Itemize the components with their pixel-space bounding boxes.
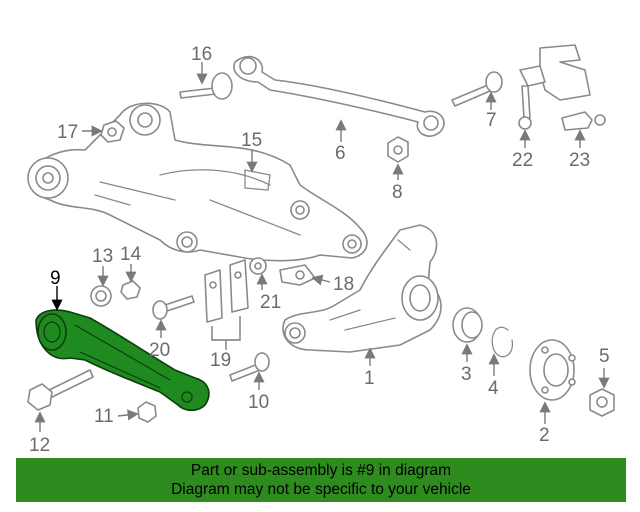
bushing-13-part[interactable] <box>90 285 112 307</box>
callout-4: 4 <box>488 378 499 399</box>
subframe-part[interactable] <box>27 102 368 262</box>
leader-lines <box>34 62 610 432</box>
level-sensor-part[interactable] <box>518 44 606 131</box>
nut-21-part[interactable] <box>249 257 267 275</box>
callout-3: 3 <box>461 364 472 385</box>
bolt-16-part[interactable] <box>179 72 233 100</box>
banner-line-2: Diagram may not be specific to your vehi… <box>171 481 471 498</box>
nut-11-part[interactable] <box>137 401 157 423</box>
knuckle-part[interactable] <box>282 224 442 353</box>
callout-labels: 1 2 3 4 5 6 7 8 9 10 11 12 13 14 15 16 1… <box>29 44 610 456</box>
callout-20: 20 <box>149 340 170 361</box>
bolt-10-part[interactable] <box>229 352 270 382</box>
callout-21: 21 <box>260 292 281 313</box>
nut-5-part[interactable] <box>589 388 615 417</box>
callout-8: 8 <box>392 182 403 203</box>
callout-14: 14 <box>120 244 142 265</box>
hub-2-part[interactable] <box>529 339 576 401</box>
callout-23: 23 <box>569 150 590 171</box>
nut-14-part[interactable] <box>120 280 141 300</box>
callout-9: 9 <box>50 268 61 289</box>
callout-6: 6 <box>335 143 346 164</box>
callout-19: 19 <box>210 350 231 371</box>
bearing-3-part[interactable] <box>452 307 483 343</box>
callout-12: 12 <box>29 435 50 456</box>
trailing-arm-9-part[interactable] <box>35 309 210 412</box>
upper-link-arm-part[interactable] <box>233 55 445 137</box>
snap-ring-4-part[interactable] <box>491 326 514 358</box>
callout-1: 1 <box>364 368 375 389</box>
bolt-7-part[interactable] <box>451 71 503 107</box>
callout-16: 16 <box>191 44 212 65</box>
bolt-20-part[interactable] <box>152 295 195 320</box>
callout-11: 11 <box>94 406 114 427</box>
info-banner: Part or sub-assembly is #9 in diagram Di… <box>16 458 626 502</box>
bolt-12-part[interactable] <box>27 369 94 411</box>
callout-5: 5 <box>599 346 610 367</box>
nut-8-part[interactable] <box>387 136 409 163</box>
plates-19-part[interactable] <box>204 259 249 323</box>
callout-13: 13 <box>92 246 113 267</box>
callout-10: 10 <box>248 392 269 413</box>
bracket-18-part[interactable] <box>279 264 316 286</box>
callout-15: 15 <box>241 130 262 151</box>
nut-17-part[interactable] <box>100 120 125 143</box>
callout-2: 2 <box>539 425 550 446</box>
callout-22: 22 <box>512 150 533 171</box>
banner-line-1: Part or sub-assembly is #9 in diagram <box>190 462 452 479</box>
callout-7: 7 <box>486 110 497 131</box>
callout-18: 18 <box>333 274 354 295</box>
callout-17: 17 <box>57 122 78 143</box>
